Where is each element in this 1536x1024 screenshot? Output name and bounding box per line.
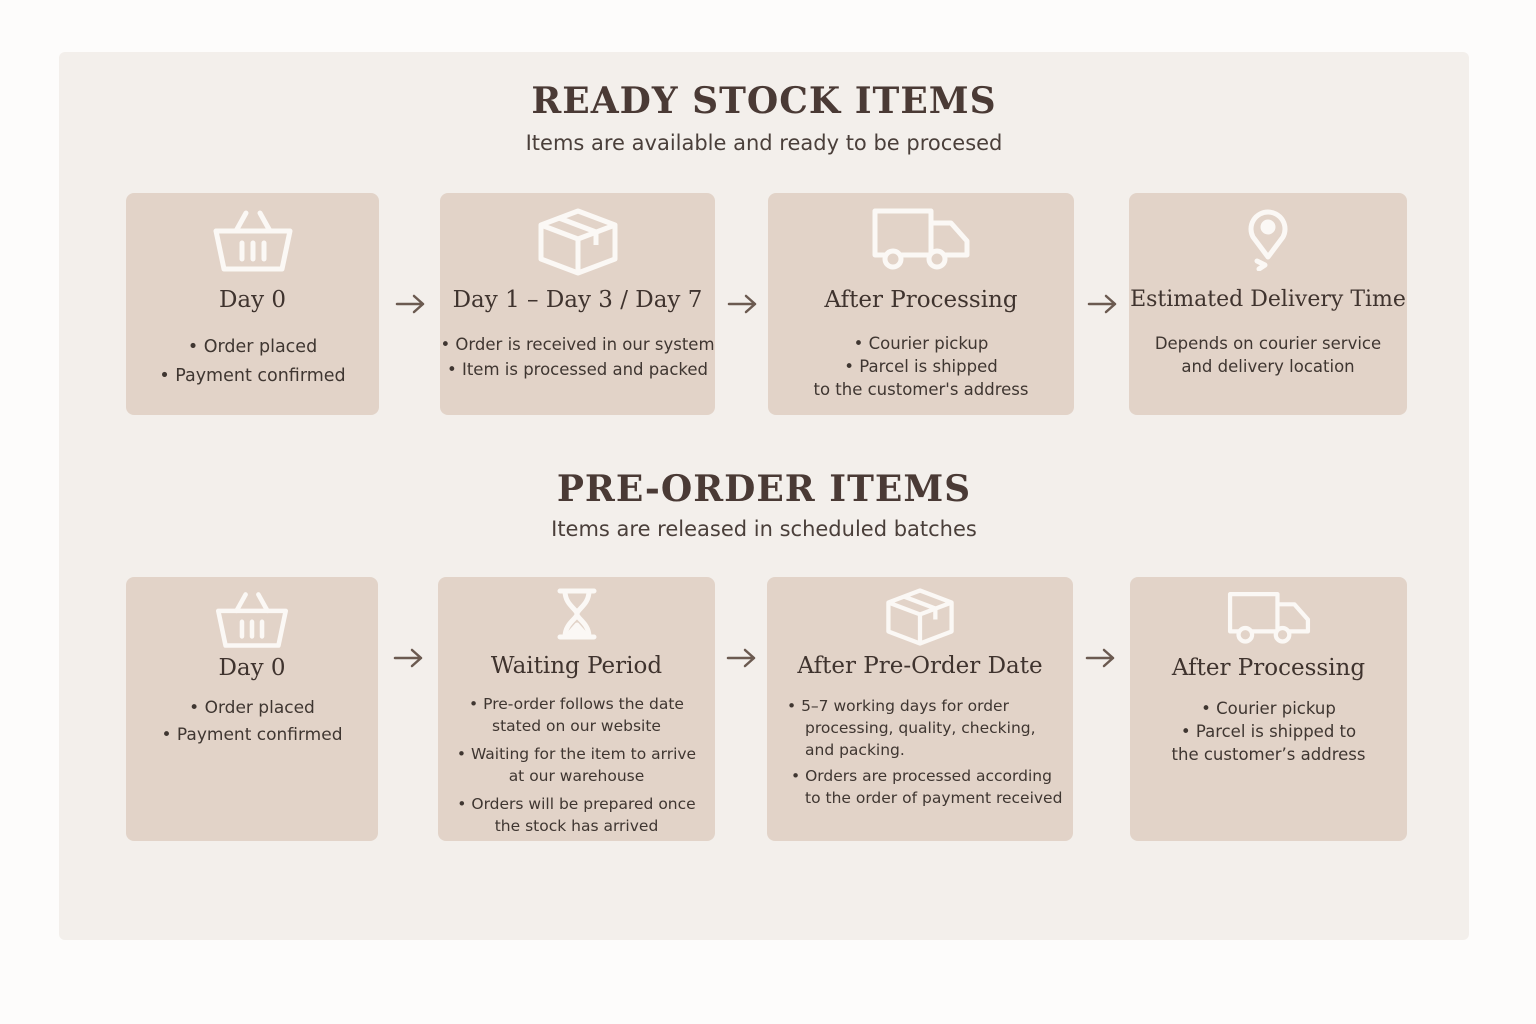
step-detail-line: the customer’s address — [1171, 745, 1366, 764]
step-detail-line: stated on our website — [492, 717, 661, 735]
step-detail-line: and packing. — [805, 741, 905, 759]
step-details: • Order placed • Payment confirmed — [126, 695, 378, 749]
ready-step-estimated-delivery: Estimated Delivery Time Depends on couri… — [1129, 193, 1407, 415]
preorder-step-day0: Day 0 • Order placed • Payment confirmed — [126, 577, 378, 841]
step-details: • Order placed • Payment confirmed — [126, 333, 379, 391]
preorder-step-waiting-period: Waiting Period • Pre-order follows the d… — [438, 577, 715, 841]
box-icon — [440, 207, 715, 281]
step-details: • Pre-order follows the date stated on o… — [438, 693, 715, 837]
arrow-right-icon — [1087, 294, 1117, 314]
box-icon — [767, 587, 1073, 651]
truck-icon — [1130, 589, 1407, 649]
step-detail-line: • Payment confirmed — [161, 725, 343, 745]
truck-icon — [768, 205, 1074, 275]
arrow-right-icon — [393, 648, 423, 668]
step-details: • Courier pickup • Parcel is shipped to … — [768, 332, 1074, 401]
preorder-step-after-date: After Pre-Order Date • 5–7 working days … — [767, 577, 1073, 841]
location-pin-icon — [1129, 207, 1407, 275]
step-title: After Pre-Order Date — [797, 653, 1043, 679]
step-title: After Processing — [1171, 655, 1366, 681]
arrow-right-icon — [395, 294, 425, 314]
step-details: • 5–7 working days for order processing,… — [787, 695, 1062, 809]
step-detail-line: • Parcel is shipped — [844, 357, 998, 376]
step-title: Estimated Delivery Time — [1130, 287, 1406, 312]
arrow-right-icon — [1085, 648, 1115, 668]
step-title: After Processing — [824, 287, 1018, 313]
infographic-panel: READY STOCK ITEMS Items are available an… — [59, 52, 1469, 940]
step-detail-line: the stock has arrived — [494, 817, 659, 835]
basket-icon — [126, 589, 378, 655]
hourglass-icon — [438, 587, 715, 645]
arrow-right-icon — [727, 294, 757, 314]
step-detail-line: • 5–7 working days for order — [787, 697, 1009, 715]
step-detail-line: • Order placed — [189, 698, 315, 718]
step-title: Day 1 – Day 3 / Day 7 — [452, 287, 703, 313]
step-detail-line: and delivery location — [1181, 357, 1355, 376]
step-detail-line: • Item is processed and packed — [446, 360, 709, 379]
step-detail-line: • Courier pickup — [1201, 699, 1336, 718]
step-details: Depends on courier service and delivery … — [1129, 332, 1407, 378]
preorder-step-after-processing: After Processing • Courier pickup • Parc… — [1130, 577, 1407, 841]
step-detail-line: • Order is received in our system — [440, 335, 715, 354]
ready-step-after-processing: After Processing • Courier pickup • Parc… — [768, 193, 1074, 415]
pre-order-subtitle: Items are released in scheduled batches — [551, 517, 977, 541]
step-detail-line: • Pre-order follows the date — [469, 695, 684, 713]
step-detail-line: • Orders are processed according — [791, 767, 1052, 785]
step-detail-line: • Order placed — [187, 337, 318, 357]
step-details: • Order is received in our system • Item… — [440, 332, 715, 382]
ready-stock-title: READY STOCK ITEMS — [531, 80, 997, 122]
step-detail-line: • Payment confirmed — [159, 366, 346, 386]
step-detail-line: to the order of payment received — [805, 789, 1063, 807]
step-title: Waiting Period — [490, 653, 663, 679]
step-detail-line: at our warehouse — [508, 767, 645, 785]
ready-stock-subtitle: Items are available and ready to be proc… — [525, 131, 1003, 155]
step-detail-line: Depends on courier service — [1154, 334, 1382, 353]
step-detail-line: processing, quality, checking, — [805, 719, 1036, 737]
ready-step-day0: Day 0 • Order placed • Payment confirmed — [126, 193, 379, 415]
step-detail-line: • Orders will be prepared once — [457, 795, 696, 813]
step-detail-line: to the customer's address — [813, 380, 1029, 399]
step-detail-line: • Courier pickup — [853, 334, 989, 353]
basket-icon — [126, 207, 379, 279]
step-detail-line: • Parcel is shipped to — [1180, 722, 1357, 741]
pre-order-title: PRE-ORDER ITEMS — [556, 468, 972, 510]
step-title: Day 0 — [218, 287, 287, 313]
ready-step-processing-window: Day 1 – Day 3 / Day 7 • Order is receive… — [440, 193, 715, 415]
step-title: Day 0 — [218, 655, 286, 681]
step-detail-line: • Waiting for the item to arrive — [456, 745, 697, 763]
arrow-right-icon — [726, 648, 756, 668]
step-details: • Courier pickup • Parcel is shipped to … — [1130, 697, 1407, 766]
